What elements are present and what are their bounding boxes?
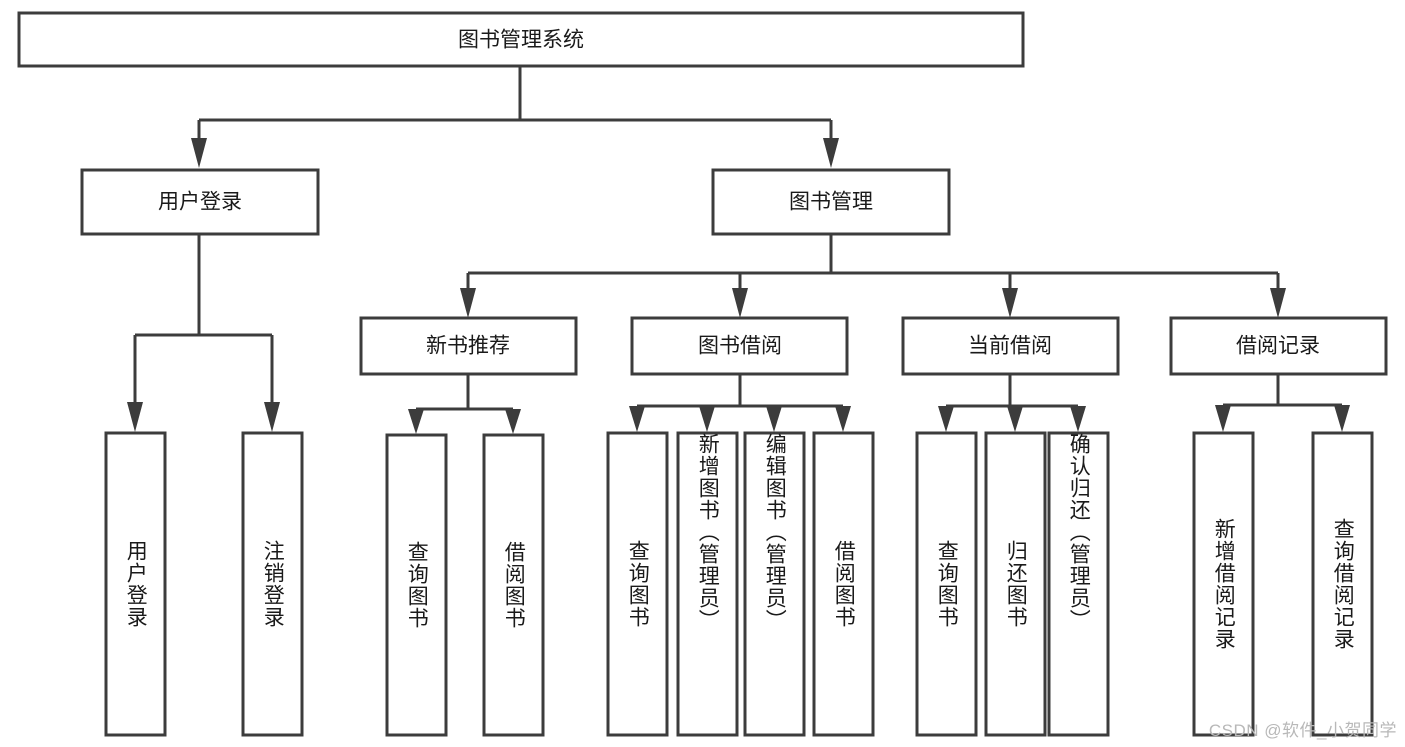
arrow-current-borrow — [1002, 288, 1018, 318]
arrow-book-manage — [823, 138, 839, 168]
leaf-box-logout[interactable] — [241, 431, 304, 737]
node-book-borrow-box[interactable] — [630, 316, 849, 376]
arrow-new-book-recommend — [460, 288, 476, 318]
node-book-borrow[interactable]: 图书借阅 — [630, 316, 849, 376]
node-current-borrow-label: 当前借阅 — [968, 335, 1052, 358]
node-user-login[interactable]: 用户登录 — [80, 168, 320, 236]
leaf-box-current-confirm[interactable] — [1047, 431, 1110, 737]
arrow-bookborrow-leaf-2 — [699, 406, 715, 432]
arrow-borrowrecord-leaf-1 — [1215, 405, 1231, 432]
node-root-box[interactable] — [17, 11, 1025, 68]
node-book-manage[interactable]: 图书管理 — [711, 168, 951, 236]
node-root-label: 图书管理系统 — [458, 29, 584, 52]
leaf-box-record-query[interactable] — [1311, 431, 1374, 737]
node-root[interactable]: 图书管理系统 — [17, 11, 1025, 68]
node-book-manage-label: 图书管理 — [789, 191, 873, 214]
node-user-login-label: 用户登录 — [158, 191, 242, 214]
leaf-box-current-query[interactable] — [915, 431, 978, 737]
arrow-borrowrecord-leaf-2 — [1334, 405, 1350, 432]
node-book-manage-box[interactable] — [711, 168, 951, 236]
arrow-book-borrow — [732, 288, 748, 318]
arrow-bookborrow-leaf-3 — [766, 406, 782, 432]
arrow-leaf-logout — [264, 402, 280, 432]
arrow-currentborrow-leaf-1 — [938, 406, 954, 432]
arrow-leaf-user-login — [127, 402, 143, 432]
leaf-box-record-add[interactable] — [1192, 431, 1255, 737]
node-current-borrow-box[interactable] — [901, 316, 1120, 376]
leaf-box-borrow-edit[interactable] — [743, 431, 806, 737]
leaf-box-newbook-borrow[interactable] — [482, 433, 545, 737]
arrow-bookborrow-leaf-1 — [629, 406, 645, 432]
node-new-book-recommend-box[interactable] — [359, 316, 578, 376]
node-borrow-record[interactable]: 借阅记录 — [1169, 316, 1388, 376]
leaf-box-newbook-query[interactable] — [385, 433, 448, 737]
arrow-newbook-leaf-2 — [505, 409, 521, 434]
node-borrow-record-box[interactable] — [1169, 316, 1388, 376]
node-current-borrow[interactable]: 当前借阅 — [901, 316, 1120, 376]
arrow-newbook-leaf-1 — [408, 409, 424, 434]
arrow-currentborrow-leaf-3 — [1070, 406, 1086, 432]
node-book-borrow-label: 图书借阅 — [698, 335, 782, 358]
leaf-box-borrow-query[interactable] — [606, 431, 669, 737]
connectors-group — [127, 66, 1350, 434]
leaf-box-current-return[interactable] — [984, 431, 1047, 737]
node-borrow-record-label: 借阅记录 — [1236, 335, 1320, 358]
node-new-book-recommend-label: 新书推荐 — [426, 335, 510, 358]
watermark-text: CSDN @软件_小贺同学 — [1208, 721, 1397, 740]
arrow-user-login — [191, 138, 207, 168]
leaf-box-borrow-add[interactable] — [676, 431, 739, 737]
node-new-book-recommend[interactable]: 新书推荐 — [359, 316, 578, 376]
leaf-box-borrow-lend[interactable] — [812, 431, 875, 737]
arrow-borrow-record — [1270, 288, 1286, 318]
leaf-box-user-login[interactable] — [104, 431, 167, 737]
arrow-currentborrow-leaf-2 — [1007, 406, 1023, 432]
node-user-login-box[interactable] — [80, 168, 320, 236]
arrow-bookborrow-leaf-4 — [835, 406, 851, 432]
